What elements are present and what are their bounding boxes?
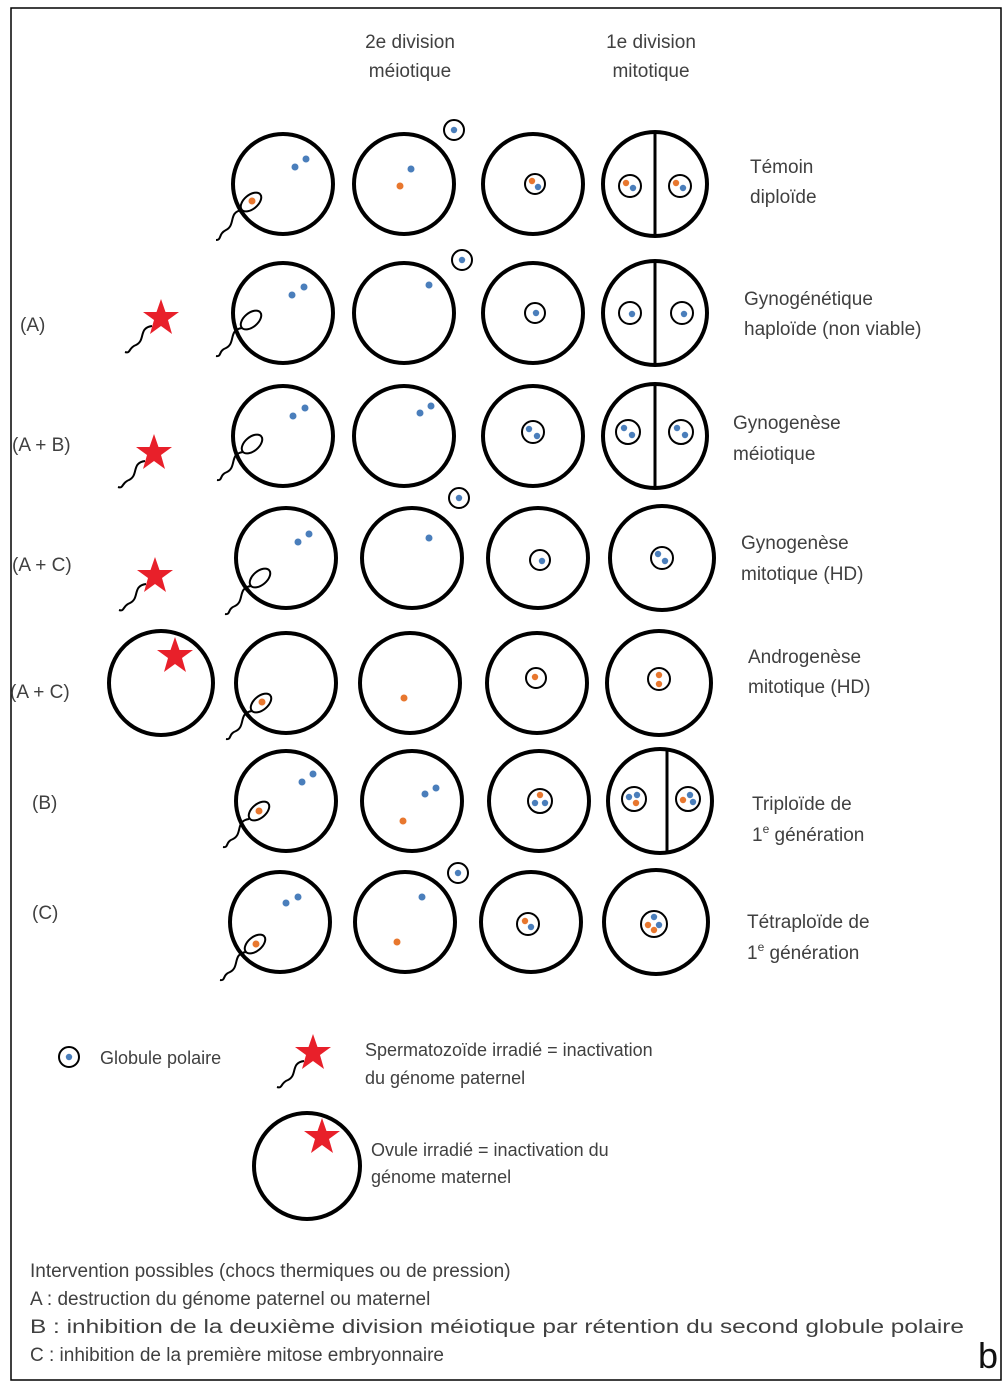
row-code: (A + C) (12, 555, 72, 576)
irradiated-ovule-icon (107, 629, 215, 737)
row-tetraploide: (C) Tétraploïde de 1e génération (32, 862, 870, 982)
row-label-line1: Gynogenèse (741, 533, 849, 554)
notes-b: B : inhibition de la deuxième division m… (30, 1317, 964, 1338)
legend-polar-body: Globule polaire (100, 1048, 221, 1068)
row-label-line2: 1e génération (752, 822, 864, 846)
egg-mitosis (602, 868, 710, 976)
row-label-line1: Témoin (750, 157, 813, 178)
egg-meiosis (360, 487, 470, 610)
row-temoin: Témoin diploïde (215, 119, 817, 241)
egg-zygote (479, 870, 583, 974)
row-triploide: (B) Triploïde de 1e génération (32, 747, 864, 855)
polar-body-icon (58, 1046, 80, 1068)
row-label-line2: mitotique (HD) (741, 564, 863, 585)
row-gynogenetique-haploide: (A) Gynogénétique haploïde (no (20, 249, 921, 367)
egg-zygote (481, 132, 585, 236)
egg-mitosis (605, 629, 713, 737)
egg-meiosis (358, 631, 462, 735)
row-label-line1: Triploïde de (752, 794, 852, 815)
egg-zygote (485, 631, 589, 735)
row-label-line2: méiotique (733, 444, 815, 465)
irradiated-sperm-icon (124, 299, 179, 354)
irradiated-sperm-icon (117, 434, 172, 489)
legend: Globule polaire Spermatozoïde irradié = … (58, 1034, 653, 1221)
irradiated-sperm-icon (118, 557, 173, 612)
panel-letter: b (978, 1335, 998, 1376)
egg-zygote (487, 749, 591, 853)
egg-fertilization (219, 870, 332, 982)
header-mitosis-line1: 1e division (606, 32, 696, 53)
egg-mitosis (601, 382, 709, 490)
egg-zygote (486, 506, 590, 610)
egg-fertilization (225, 631, 338, 741)
frame-border (10, 7, 1002, 1381)
egg-fertilization (216, 384, 335, 488)
irradiated-sperm-legend-icon (276, 1034, 331, 1089)
egg-fertilization (224, 506, 338, 616)
row-label-line1: Gynogénétique (744, 289, 873, 310)
row-code: (C) (32, 903, 58, 924)
egg-fertilization (222, 749, 338, 853)
row-label-line2: haploïde (non viable) (744, 319, 921, 340)
row-code: (A + B) (12, 435, 71, 456)
egg-mitosis (601, 130, 709, 238)
row-code: (A + C) (10, 682, 70, 703)
egg-mitosis (601, 259, 709, 367)
row-androgenese-mitotique: (A + C) Androgenèse mitotique (HD) (10, 629, 870, 741)
egg-meiosis (360, 749, 464, 853)
notes-title: Intervention possibles (chocs thermiques… (30, 1261, 511, 1282)
egg-fertilization (215, 132, 335, 241)
legend-sperm-line2: du génome paternel (365, 1068, 525, 1088)
row-label-line2: 1e génération (747, 940, 859, 964)
egg-zygote (481, 384, 585, 488)
egg-mitosis (608, 504, 716, 612)
header-mitosis-line2: mitotique (612, 61, 689, 82)
legend-ovule-line2: génome maternel (371, 1167, 511, 1187)
egg-meiosis (352, 119, 465, 236)
row-label-line1: Androgenèse (748, 647, 861, 668)
row-gynogenese-meiotique: (A + B) Gynogenèse méio (12, 382, 841, 490)
row-label-line2: mitotique (HD) (748, 677, 870, 698)
row-label-line2: diploïde (750, 187, 817, 208)
legend-sperm-line1: Spermatozoïde irradié = inactivation (365, 1040, 653, 1060)
egg-meiosis (353, 862, 469, 974)
irradiated-ovule-legend-icon (252, 1111, 362, 1221)
egg-zygote (481, 261, 585, 365)
notes-c: C : inhibition de la première mitose emb… (30, 1345, 444, 1366)
egg-fertilization (215, 261, 335, 365)
row-code: (A) (20, 315, 45, 336)
row-label-line1: Tétraploïde de (747, 912, 870, 933)
egg-mitosis (606, 747, 714, 855)
header-meiosis-line1: 2e division (365, 32, 455, 53)
legend-ovule-line1: Ovule irradié = inactivation du (371, 1140, 609, 1160)
row-code: (B) (32, 793, 57, 814)
row-label-line1: Gynogenèse (733, 413, 841, 434)
row-gynogenese-mitotique: (A + C) Gynogenèse mitotique (HD) (12, 487, 863, 616)
notes-a: A : destruction du génome paternel ou ma… (30, 1289, 430, 1310)
header-meiosis-line2: méiotique (369, 61, 451, 82)
egg-meiosis (352, 249, 473, 365)
intervention-notes: Intervention possibles (chocs thermiques… (30, 1261, 964, 1366)
egg-meiosis (352, 384, 456, 488)
